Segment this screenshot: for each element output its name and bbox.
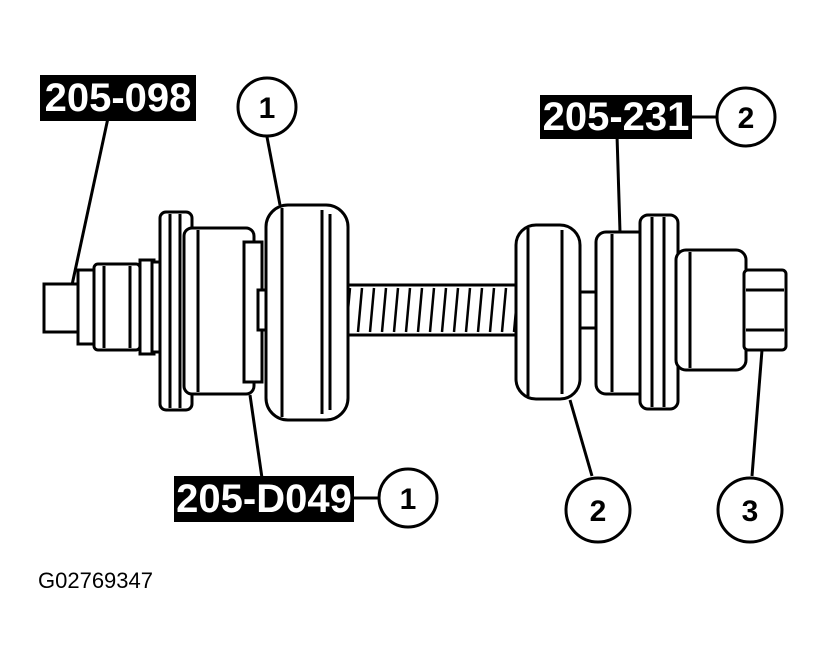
forcing-screw-right-end: [674, 248, 788, 372]
svg-text:2: 2: [590, 495, 607, 528]
svg-text:205-231: 205-231: [543, 95, 690, 139]
leader-205-231: [615, 134, 622, 233]
leader-callout-1-top: [265, 136, 282, 206]
leader-lines: [70, 115, 764, 500]
receiver-205-231: [594, 213, 680, 411]
svg-text:1: 1: [259, 92, 276, 125]
label-205-098: 205-098: [40, 75, 196, 121]
callout-2-bottom: 2: [564, 476, 632, 544]
svg-text:2: 2: [738, 102, 755, 135]
leader-callout-3: [750, 349, 764, 477]
adapter-disc-right: [514, 223, 582, 401]
leader-205-D049: [248, 394, 264, 479]
forcing-screw-left-end: [42, 258, 164, 356]
figure-id: G02769347: [38, 568, 153, 593]
svg-text:205-098: 205-098: [45, 76, 192, 120]
label-205-D049: 205-D049: [174, 476, 354, 522]
callout-1-top: 1: [236, 76, 298, 138]
leader-callout-2-bottom: [568, 399, 594, 477]
svg-text:3: 3: [742, 495, 759, 528]
label-205-231: 205-231: [540, 95, 692, 139]
callout-1-bottom: 1: [377, 467, 439, 529]
callout-2-top: 2: [715, 86, 777, 148]
svg-text:205-D049: 205-D049: [176, 477, 352, 521]
leader-205-098: [70, 117, 110, 286]
svg-text:1: 1: [400, 483, 417, 516]
callout-3: 3: [716, 476, 784, 544]
adapter-disc-205-D049: [264, 203, 350, 422]
left-receiver-cup: [158, 210, 274, 412]
